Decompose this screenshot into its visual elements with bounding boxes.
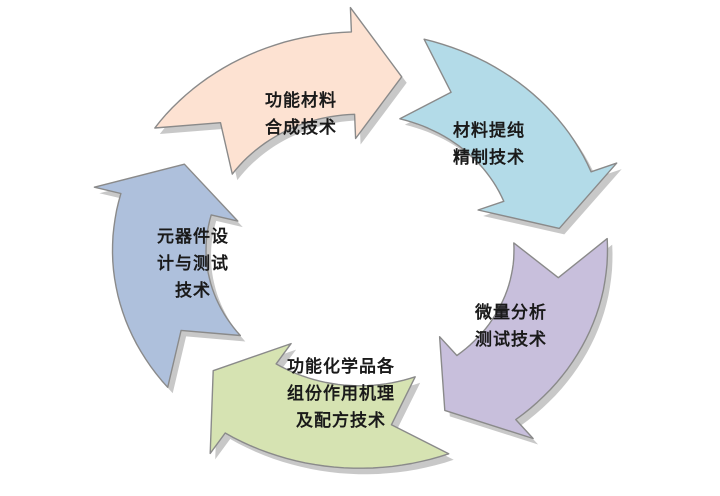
- label-synthesis-line-2: 合成技术: [265, 118, 337, 138]
- label-device-line-1: 元器件设: [157, 227, 229, 247]
- label-device-line-3: 技术: [175, 281, 211, 301]
- label-microanalysis-line-2: 测试技术: [475, 330, 547, 350]
- arrow-synthesis: [154, 6, 403, 175]
- label-formulation-line-1: 功能化学品各: [287, 357, 395, 377]
- label-formulation-line-3: 及配方技术: [296, 411, 386, 431]
- label-purification-line-1: 材料提纯: [453, 121, 525, 141]
- label-formulation-line-2: 组份作用机理: [287, 384, 395, 404]
- label-device: 元器件设 计与测试 技术: [128, 224, 258, 305]
- arrow-formulation: [209, 342, 450, 469]
- arrow-microanalysis: [438, 237, 609, 440]
- label-formulation: 功能化学品各 组份作用机理 及配方技术: [256, 354, 426, 435]
- label-synthesis-line-1: 功能材料: [265, 91, 337, 111]
- label-purification: 材料提纯 精制技术: [424, 118, 554, 172]
- arrow-purification: [399, 38, 618, 230]
- label-device-line-2: 计与测试: [157, 254, 229, 274]
- label-microanalysis-line-1: 微量分析: [475, 303, 547, 323]
- label-microanalysis: 微量分析 测试技术: [446, 300, 576, 354]
- label-purification-line-2: 精制技术: [453, 148, 525, 168]
- label-synthesis: 功能材料 合成技术: [236, 88, 366, 142]
- arrow-device: [93, 163, 241, 388]
